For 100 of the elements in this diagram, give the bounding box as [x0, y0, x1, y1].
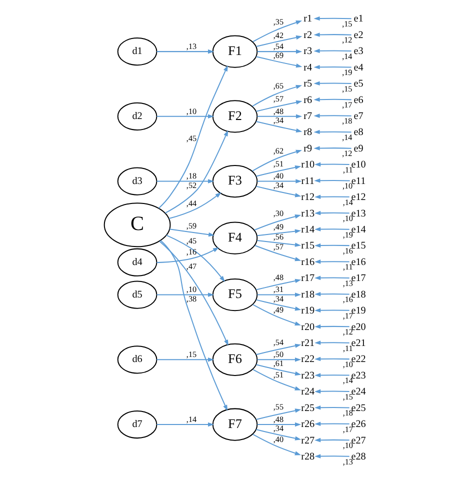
edge-label: ,48: [272, 106, 284, 116]
node-ellipse: d7: [116, 410, 157, 438]
arrow: [256, 239, 301, 246]
edge-label: ,14: [186, 414, 196, 424]
node-text: r1: [303, 13, 312, 24]
arrow: [313, 64, 351, 69]
edge-label: ,38: [186, 294, 196, 303]
edge-label: ,57: [272, 94, 284, 104]
node-text: r12: [300, 192, 314, 203]
arrow: [156, 178, 214, 183]
node-text: r14: [300, 224, 314, 235]
edge-label: ,19: [342, 230, 352, 239]
node-text: e2: [353, 29, 363, 40]
arrow: [256, 278, 301, 290]
edge-label: ,69: [272, 50, 284, 60]
node-text: r19: [300, 305, 314, 316]
edge-label: ,15: [342, 18, 352, 28]
edge-label: ,59: [186, 220, 196, 230]
node-text: r16: [300, 256, 314, 268]
node-text: e12: [350, 192, 366, 203]
node-text: e27: [350, 434, 366, 446]
node-text: r26: [300, 418, 314, 430]
arrow: [252, 368, 301, 390]
node-text: r22: [300, 354, 314, 365]
arrow: [254, 214, 301, 230]
arrow: [158, 64, 228, 208]
arrow: [252, 433, 301, 455]
arrow: [160, 239, 228, 411]
edge-label: ,17: [342, 100, 352, 110]
edge-label: ,54: [272, 337, 284, 346]
node-text: r21: [300, 337, 314, 348]
edge-label: ,13: [342, 456, 352, 466]
edge-label: ,17: [342, 310, 352, 320]
edge-label: ,40: [272, 434, 284, 444]
edge-label: ,34: [272, 115, 284, 124]
arrow: [256, 48, 302, 54]
node-text: r18: [300, 288, 314, 300]
node-text: e3: [353, 46, 363, 57]
arrow: [313, 96, 351, 102]
node-text: e24: [350, 386, 366, 398]
arrow: [313, 80, 351, 85]
edge-label: ,31: [272, 284, 284, 294]
node-text: r7: [303, 110, 312, 122]
edge-label: ,34: [272, 294, 284, 303]
node-ellipse: d2: [116, 102, 157, 130]
node-ellipse: d1: [116, 37, 157, 66]
arrow: [314, 405, 349, 410]
node-text: e20: [350, 321, 366, 332]
arrow: [314, 340, 349, 344]
edge-label: ,10: [186, 284, 196, 294]
edge-label: ,15: [186, 350, 196, 359]
node-text: r25: [300, 402, 314, 414]
node-text: e4: [353, 62, 363, 73]
edge-label: ,12: [342, 327, 352, 336]
edge-label: ,19: [342, 68, 352, 77]
arrow: [256, 408, 301, 420]
node-text: r28: [300, 450, 314, 462]
arrow: [256, 100, 302, 112]
arrow: [314, 194, 349, 198]
arrow: [252, 149, 302, 171]
arrow: [314, 388, 349, 394]
arrow: [256, 56, 302, 68]
node-text: r23: [300, 370, 314, 381]
edge-label: ,10: [342, 181, 352, 190]
arrow: [256, 228, 301, 236]
arrow: [314, 178, 350, 182]
node-ellipse: d3: [116, 166, 157, 195]
node-text: r20: [300, 321, 314, 332]
arrow: [256, 120, 302, 132]
edge-label: ,18: [342, 116, 352, 126]
arrow: [256, 343, 301, 355]
arrow: [314, 242, 349, 248]
node-text: r3: [303, 46, 312, 57]
arrow: [314, 372, 349, 377]
node-ellipse: d4: [116, 248, 157, 276]
edge-label: ,45: [186, 134, 196, 143]
arrow: [314, 275, 349, 280]
edge-label: ,10: [342, 214, 352, 223]
arrow: [156, 357, 214, 362]
arrow: [314, 454, 349, 458]
node-text: r17: [300, 272, 314, 284]
arrow: [156, 246, 219, 263]
arrow: [314, 356, 349, 361]
arrow: [164, 130, 228, 214]
node-text: e5: [353, 78, 363, 90]
arrow: [314, 437, 349, 442]
node-ellipse: F5: [212, 278, 258, 311]
edge-label: ,14: [342, 197, 352, 206]
edge-label: ,12: [342, 148, 352, 158]
arrow: [156, 48, 214, 54]
node-text: r10: [300, 159, 314, 170]
edge-label: ,17: [342, 424, 352, 434]
node-text: e13: [350, 208, 366, 219]
node-ellipse: C: [103, 202, 170, 247]
node-text: r13: [300, 208, 314, 219]
edge-label: ,16: [342, 294, 352, 304]
edge-label: ,13: [342, 278, 352, 288]
edge-label: ,49: [272, 222, 284, 231]
node-text: e21: [350, 337, 366, 348]
edge-label: ,18: [342, 408, 352, 418]
